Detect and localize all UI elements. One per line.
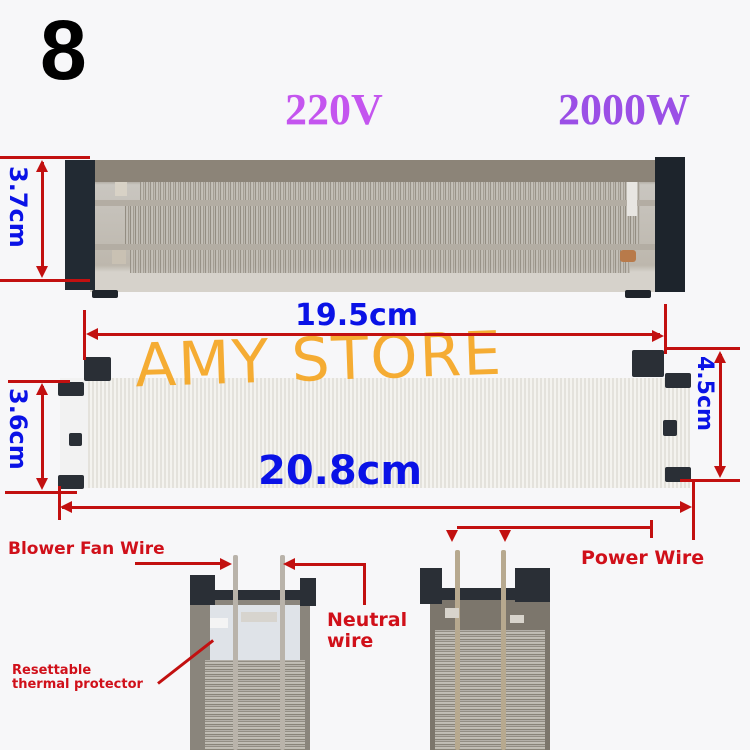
thermal-protector (627, 182, 637, 216)
heater-back-wall (90, 160, 685, 182)
dimension-line (83, 310, 86, 360)
dimension-line (0, 156, 90, 159)
dimension-label-overall-length: 20.8cm (258, 448, 423, 494)
dimension-line (0, 279, 90, 282)
voltage-spec: 220V (285, 85, 383, 134)
end-cap-right (655, 157, 685, 292)
end-clip (58, 475, 84, 489)
arrow-down-icon (714, 466, 726, 478)
label-power-wire: Power Wire (581, 547, 705, 569)
label-blower-fan-wire: Blower Fan Wire (8, 539, 165, 559)
dimension-line (5, 491, 77, 494)
arrow-down-icon (499, 530, 511, 542)
dimension-line (719, 354, 722, 474)
dimension-line (664, 347, 740, 350)
pointer-line (135, 562, 223, 565)
label-neutral-wire-line2: wire (327, 629, 374, 652)
end-clip (69, 433, 82, 446)
heater-cover-plate (60, 378, 690, 488)
arrow-left-icon (86, 328, 98, 340)
arrow-right-icon (652, 330, 664, 342)
dimension-line (692, 480, 695, 540)
heating-coil (435, 630, 545, 750)
dimension-label-height-open: 3.7cm (4, 166, 32, 248)
thermal-protector (241, 612, 277, 622)
heater-front-wall (90, 272, 685, 292)
end-clip (663, 420, 677, 436)
model-number: 8 (40, 3, 87, 97)
arrow-down-icon (36, 478, 48, 490)
label-neutral-wire-line1: Neutral (327, 609, 408, 631)
label-neutral-wire: Neutral wire (327, 610, 407, 652)
heating-coil (205, 660, 305, 750)
arrow-down-icon (446, 530, 458, 542)
label-thermal-protector: Resettable thermal protector (12, 663, 143, 693)
arrow-up-icon (36, 160, 48, 172)
dimension-label-height-covered: 3.6cm (4, 388, 32, 470)
pointer-line (290, 563, 366, 566)
dimension-line (58, 486, 61, 520)
pointer-line (363, 563, 366, 605)
arrow-down-icon (36, 266, 48, 278)
power-spec: 2000W (558, 85, 690, 134)
heating-coil (125, 202, 640, 246)
dimension-line (8, 380, 70, 383)
dimension-line (680, 479, 740, 482)
terminal-bar (440, 588, 530, 600)
terminal-pin (280, 555, 285, 750)
terminal (112, 250, 126, 264)
terminal-pin (233, 555, 238, 750)
heating-coil (140, 182, 640, 204)
arrow-left-icon (283, 558, 295, 570)
thermal-protector-tab (210, 618, 228, 628)
arrow-left-icon (60, 501, 72, 513)
end-clip (665, 373, 691, 388)
end-clip (632, 350, 664, 377)
arrow-up-icon (36, 383, 48, 395)
arrow-up-icon (714, 351, 726, 363)
foot (625, 290, 651, 298)
terminal-pin (501, 550, 506, 750)
pointer-line (457, 526, 652, 529)
end-clip (420, 568, 442, 604)
end-clip (58, 382, 84, 396)
dimension-label-inner-length: 19.5cm (295, 298, 419, 333)
dimension-line (62, 506, 687, 509)
label-thermal-protector-line1: Resettable (12, 663, 92, 678)
arrow-right-icon (680, 501, 692, 513)
terminal-nut (445, 608, 459, 618)
dimension-line (41, 386, 44, 486)
copper-terminal (620, 250, 636, 262)
terminal-bar (210, 590, 305, 600)
dimension-line (90, 333, 660, 336)
dimension-line (664, 304, 667, 354)
dimension-label-overall-height: 4.5cm (692, 356, 717, 431)
dimension-line (41, 162, 44, 274)
terminal-nut (510, 615, 524, 623)
support-rod (95, 200, 655, 206)
foot (92, 290, 118, 298)
end-cap-left (65, 160, 95, 290)
pointer-line (650, 520, 653, 538)
support-rod (95, 244, 655, 250)
terminal (115, 182, 127, 196)
arrow-right-icon (220, 558, 232, 570)
terminal-pin (455, 550, 460, 750)
end-clip (84, 357, 111, 381)
label-thermal-protector-line2: thermal protector (12, 677, 143, 693)
end-clip (665, 467, 691, 482)
